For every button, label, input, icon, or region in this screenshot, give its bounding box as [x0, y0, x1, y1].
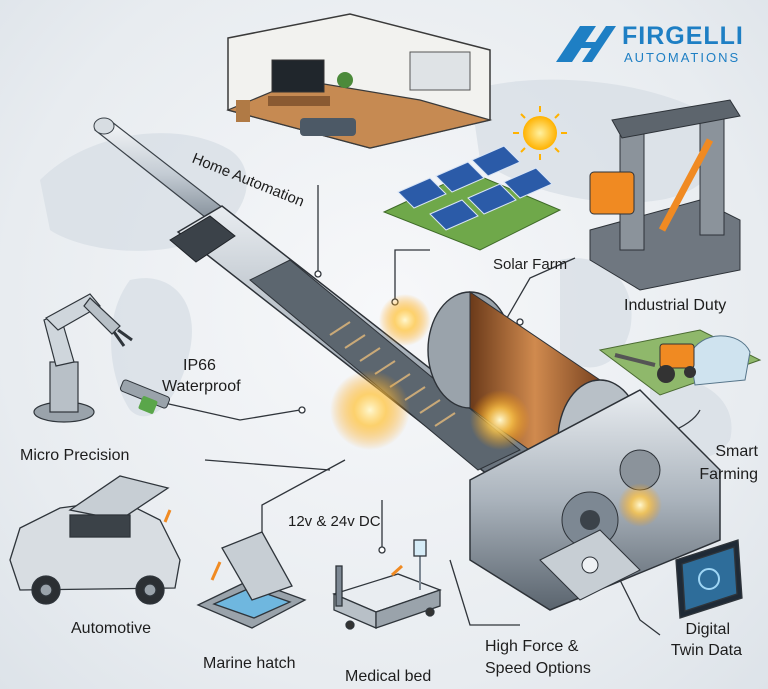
robot-arm-illustration: [33, 293, 133, 423]
label-industrial-duty: Industrial Duty: [624, 297, 727, 314]
brand-name: FIRGELLI: [622, 22, 744, 50]
label-marine-hatch: Marine hatch: [203, 655, 296, 672]
industrial-press-illustration: [589, 99, 741, 291]
micro-actuator-illustration: [119, 379, 171, 414]
main-actuator-illustration: [93, 117, 721, 611]
label-high-force-line2: Speed Options: [485, 660, 591, 677]
label-digital-twin-line2: Twin Data: [670, 642, 742, 659]
label-smart-farming-line2: Farming: [699, 466, 758, 483]
home-interior-illustration: [226, 13, 493, 149]
smart-farming-illustration: [598, 329, 762, 396]
medical-bed-illustration: [332, 539, 442, 630]
brand-subtitle: AUTOMATIONS: [624, 50, 741, 65]
label-medical-bed: Medical bed: [345, 668, 432, 685]
label-digital-twin-line1: Digital: [685, 621, 730, 638]
firgelli-logo: FIRGELLI AUTOMATIONS: [552, 20, 752, 65]
label-ip66-line2: Waterproof: [162, 378, 241, 395]
label-solar-farm: Solar Farm: [493, 256, 568, 273]
marine-hatch-illustration: [196, 531, 307, 629]
digital-twin-tablet-illustration: [675, 539, 743, 619]
solar-farm-illustration: [382, 106, 567, 251]
car-illustration: [9, 475, 181, 605]
firgelli-logo-mark-icon: [556, 26, 616, 62]
label-high-force-line1: High Force &: [485, 638, 579, 655]
label-ip66-line1: IP66: [183, 357, 216, 374]
label-smart-farming-line1: Smart: [715, 443, 758, 460]
label-micro-precision: Micro Precision: [20, 447, 130, 464]
label-automotive: Automotive: [71, 620, 152, 637]
label-voltage: 12v & 24v DC: [288, 513, 381, 530]
